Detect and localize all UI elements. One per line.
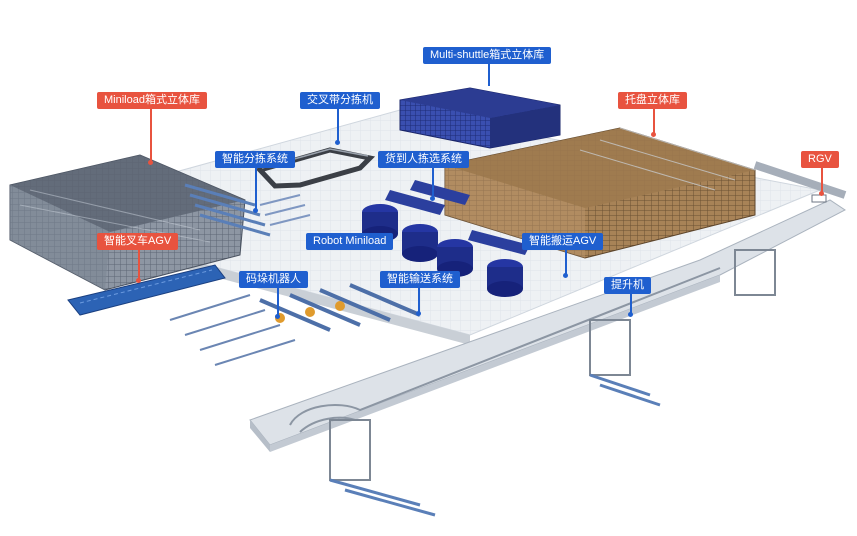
label-pallet-as: 托盘立体库 — [618, 92, 687, 109]
pointer-forklift-agv — [138, 250, 140, 280]
pointer-miniload — [150, 109, 152, 161]
palletizing-area — [169, 283, 421, 366]
pointer-cross-belt — [337, 109, 339, 141]
dot-palletizing-robot — [275, 314, 280, 319]
label-forklift-agv: 智能叉车AGV — [97, 233, 179, 250]
dot-rgv — [819, 191, 824, 196]
dot-smart-sort — [253, 208, 258, 213]
label-conveying: 智能输送系统 — [380, 271, 460, 288]
label-lift: 提升机 — [604, 277, 651, 294]
dot-forklift-agv — [136, 278, 141, 283]
pointer-handling-agv — [565, 250, 567, 275]
miniload-rack — [9, 154, 246, 291]
pointer-goods-to-person — [432, 168, 434, 198]
pointer-conveying — [418, 288, 420, 313]
pointer-multishuttle — [488, 64, 490, 86]
lift-towers — [329, 249, 776, 517]
pallet-rack — [444, 127, 756, 259]
dot-miniload — [148, 160, 153, 165]
label-smart-sort: 智能分拣系统 — [215, 151, 295, 168]
pointer-rgv — [821, 168, 823, 193]
robot-miniload-cylinders — [362, 204, 523, 297]
label-palletizing-robot: 码垛机器人 — [239, 271, 308, 288]
dot-cross-belt — [335, 140, 340, 145]
dot-pallet-as — [651, 132, 656, 137]
dot-lift — [628, 312, 633, 317]
multishuttle-rack — [399, 87, 561, 149]
label-miniload: Miniload箱式立体库 — [97, 92, 207, 109]
label-robot-miniload: Robot Miniload — [306, 233, 394, 250]
pointer-pallet-as — [653, 109, 655, 134]
dot-conveying — [416, 311, 421, 316]
pointer-smart-sort — [255, 168, 257, 210]
pointer-lift — [630, 294, 632, 314]
label-handling-agv: 智能搬运AGV — [522, 233, 604, 250]
pointer-palletizing-robot — [277, 288, 279, 316]
goods-to-person-stations — [385, 180, 530, 255]
label-cross-belt: 交叉带分拣机 — [300, 92, 380, 109]
label-rgv: RGV — [801, 151, 839, 168]
dot-handling-agv — [563, 273, 568, 278]
forklift-agv-zone — [67, 264, 226, 316]
label-goods-to-person: 货到人拣选系统 — [378, 151, 469, 168]
dot-goods-to-person — [430, 196, 435, 201]
label-multishuttle: Multi-shuttle箱式立体库 — [423, 47, 552, 64]
smart-sort-conveyors — [184, 183, 311, 237]
